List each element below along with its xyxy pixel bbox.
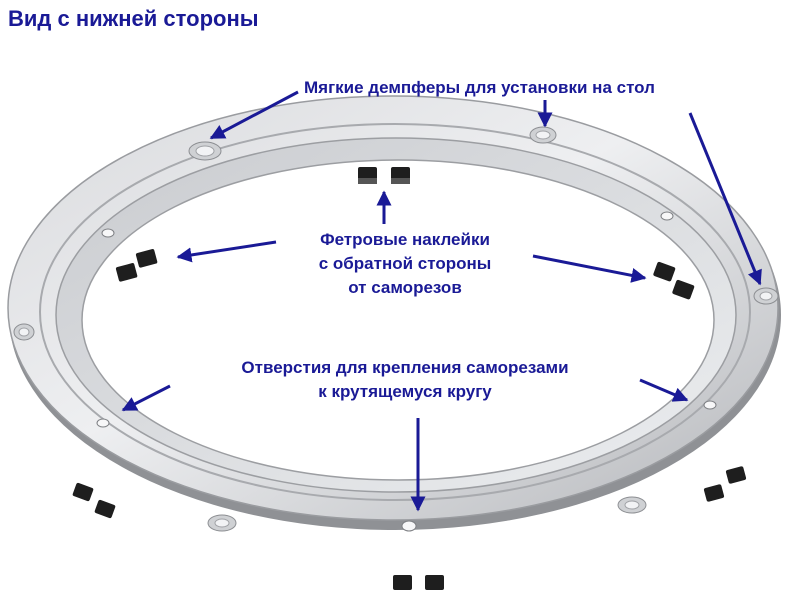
arrow-hole-left [121, 384, 171, 412]
label-line: от саморезов [348, 278, 462, 297]
damper [13, 323, 35, 341]
label-line: к крутящемуся кругу [318, 382, 492, 401]
felt-pad-bottom-left [72, 482, 116, 519]
label-line: Фетровые наклейки [320, 230, 490, 249]
mounting-hole [96, 418, 110, 428]
mounting-hole [703, 400, 717, 410]
damper [753, 287, 779, 305]
mounting-hole [401, 520, 417, 532]
ring-groove-outer [39, 123, 751, 501]
felt-pad-bottom-right [703, 466, 747, 502]
damper [617, 496, 647, 514]
arrow-damper-right [688, 112, 762, 286]
arrow-hole-right [639, 378, 689, 402]
callout-arrows [121, 90, 762, 512]
label-felt-pads: Фетровые наклейки с обратной стороны от … [270, 228, 540, 300]
damper [207, 514, 237, 532]
damper [529, 126, 557, 144]
label-dampers: Мягкие демпферы для установки на стол [304, 78, 655, 97]
ring [7, 95, 781, 530]
arrow-damper-left [209, 90, 299, 140]
mounting-hole [660, 211, 674, 221]
label-mounting-holes: Отверстия для крепления саморезами к кру… [170, 356, 640, 404]
arrow-felt-left [176, 240, 277, 263]
mounting-hole [101, 228, 115, 238]
page-title: Вид с нижней стороны [8, 6, 259, 31]
label-line: с обратной стороны [318, 254, 492, 273]
felt-pad-left [115, 249, 158, 282]
dampers [13, 126, 779, 532]
damper [188, 141, 222, 161]
arrow-felt-right [532, 254, 647, 283]
felt-pad-bottom [393, 575, 444, 590]
felt-pad-top [358, 167, 410, 184]
felt-pad-right [653, 261, 695, 300]
mounting-holes [96, 211, 717, 532]
label-line: Отверстия для крепления саморезами [241, 358, 569, 377]
felt-pads [72, 167, 747, 590]
ring-opening [81, 159, 715, 481]
